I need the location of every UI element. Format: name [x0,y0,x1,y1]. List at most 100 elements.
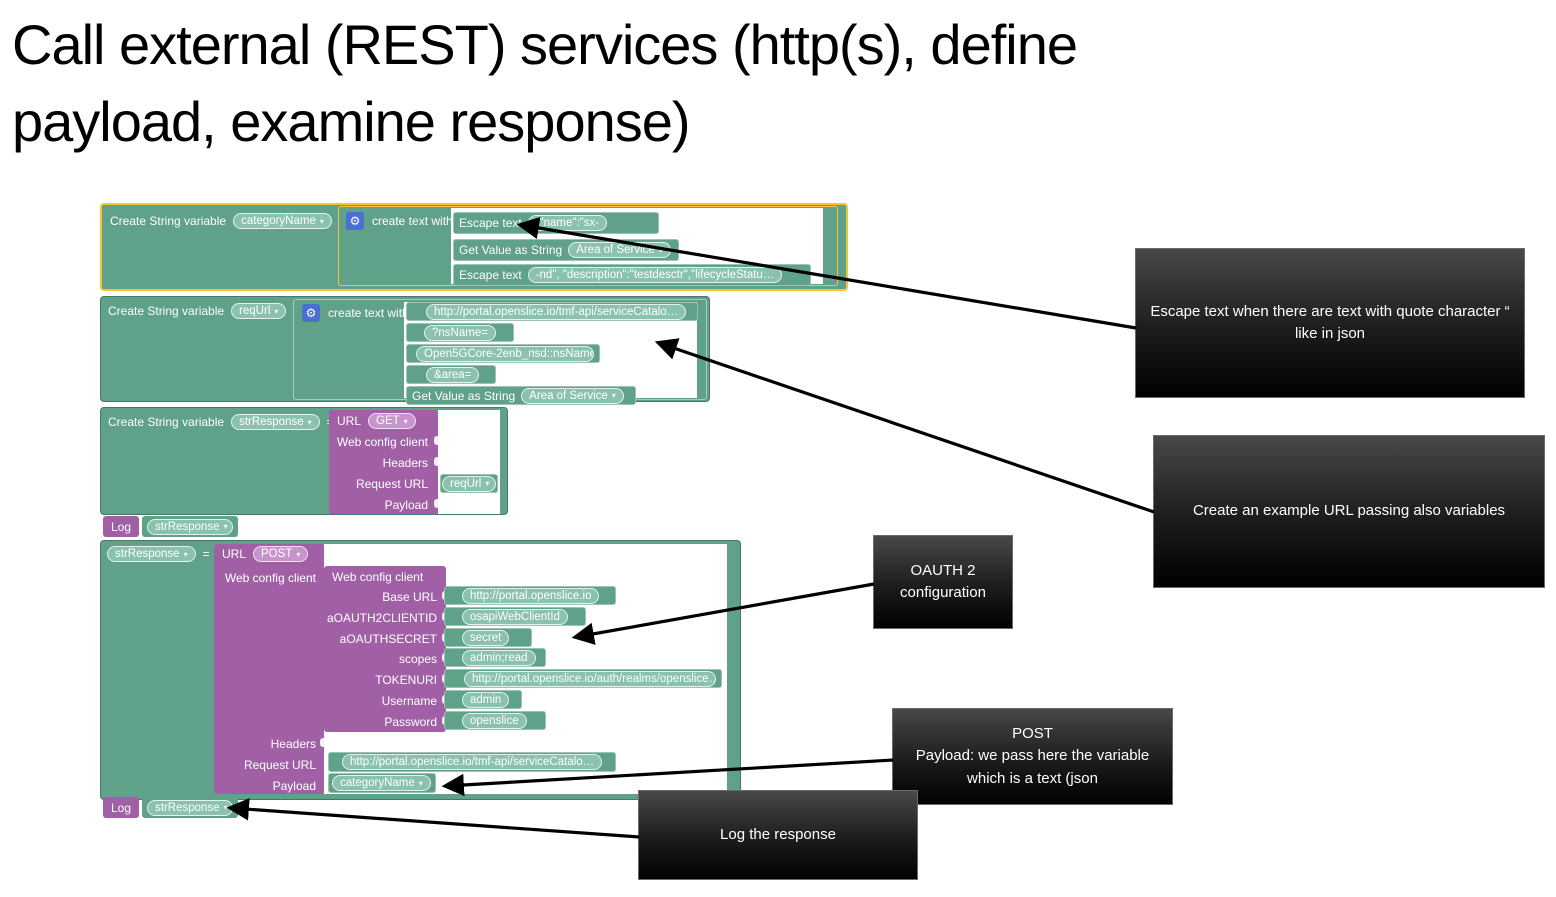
text-value-field[interactable]: osapiWebClientId [462,608,568,625]
web-config-client-header: Web config client [332,570,424,584]
web-config-client-block[interactable]: Web config client Base URL aOAUTH2CLIENT… [324,566,447,732]
variable-dropdown[interactable]: strResponse▾ [231,414,320,430]
text-value-field[interactable]: http://portal.openslice.io/tmf-api/servi… [342,754,603,770]
variable-name: reqUrl [239,305,271,317]
url-method-row: URL POST▾ [222,546,309,562]
text-value-field[interactable]: -nd", "description":"testdesctr","lifecy… [527,267,783,283]
gear-icon[interactable]: ⚙ [302,304,320,322]
web-config-client-label: Web config client [336,435,428,449]
component-name: Area of Service [576,244,655,256]
method-dropdown[interactable]: GET▾ [368,413,416,429]
create-text-with-block[interactable]: ⚙ create text with http://portal.opensli… [293,299,707,405]
url-call-block[interactable]: URL GET▾ Web config client Headers Reque… [329,410,439,514]
input-socket [434,457,439,466]
headers-label: Headers [382,456,428,470]
payload-value-block[interactable]: categoryName▾ [328,773,436,793]
base-url-label: Base URL [382,590,437,604]
request-url-value-block[interactable]: http://portal.openslice.io/tmf-api/servi… [328,752,616,772]
text-value-field[interactable]: &area= [426,366,480,383]
requrl-value-block[interactable]: reqUrl▾ [440,474,498,493]
variable-dropdown[interactable]: strResponse▾ [147,799,234,816]
dropdown-arrow-icon: ▾ [223,803,228,812]
url-call-block[interactable]: URL POST▾ Web config client Headers Requ… [214,544,325,794]
dropdown-arrow-icon: ▾ [183,549,188,559]
variable-dropdown[interactable]: strResponse▾ [107,546,196,562]
get-value-block[interactable]: Get Value as String Area of Service▾ [406,386,636,405]
variable-assign-header: strResponse▾ = [107,546,210,562]
tokenuri-value-block[interactable]: http://portal.openslice.io/auth/realms/o… [444,669,722,688]
url-method-row: URL GET▾ [337,413,416,429]
component-name: Area of Service [529,389,608,402]
text-value-field[interactable]: http://portal.openslice.io/tmf-api/servi… [426,303,687,320]
log-tag[interactable]: Log [103,797,140,818]
password-label: Password [384,715,437,729]
log-block[interactable]: Log strResponse▾ [103,516,239,537]
log-label: Log [111,800,132,815]
block-strresponse-post[interactable]: strResponse▾ = URL POST▾ Web config clie… [100,540,741,800]
text-value-field[interactable]: ?nsName= [424,324,496,341]
block-create-requrl[interactable]: Create String variable reqUrl▾ = ⚙ creat… [100,296,710,405]
get-value-label: Get Value as String [459,243,563,257]
text-item-block[interactable]: Open5GCore-2enb_nsd::nsName [406,344,600,363]
base-url-value-block[interactable]: http://portal.openslice.io [444,586,616,605]
variable-dropdown[interactable]: categoryName▾ [233,213,332,229]
dropdown-arrow-icon: ▾ [658,245,663,255]
block-create-strresponse-get[interactable]: Create String variable strResponse▾ = UR… [100,407,508,515]
variable-dropdown[interactable]: reqUrl▾ [442,475,496,492]
get-value-block[interactable]: Get Value as String Area of Service▾ [453,239,679,261]
log-value-block[interactable]: strResponse▾ [142,797,239,818]
escape-text-label: Escape text [459,268,522,282]
oauth2clientid-value-block[interactable]: osapiWebClientId [444,607,586,626]
url-label: URL [337,414,362,428]
escape-text-block[interactable]: Escape text -nd", "description":"testdes… [453,264,811,286]
text-value-field[interactable]: admin [462,691,510,708]
dropdown-arrow-icon: ▾ [403,416,408,426]
variable-definition-header: Create String variable strResponse▾ = [108,414,334,430]
scopes-value-block[interactable]: admin;read [444,648,546,667]
dropdown-arrow-icon: ▾ [319,216,324,226]
create-text-with-block[interactable]: ⚙ create text with Escape text {"name":"… [338,206,838,286]
method-name: GET [376,415,400,427]
escape-text-block[interactable]: Escape text {"name":"sx- [453,212,659,234]
text-item-block[interactable]: &area= [406,365,496,384]
log-tag[interactable]: Log [103,516,140,537]
text-value-field[interactable]: secret [462,629,510,646]
username-label: Username [381,694,437,708]
variable-name: strResponse [155,520,220,533]
text-value-field[interactable]: admin;read [462,649,536,666]
variable-name: strResponse [239,416,304,428]
variable-name: reqUrl [450,477,482,490]
text-value-field[interactable]: http://portal.openslice.io/auth/realms/o… [464,670,716,687]
block-create-categoryname[interactable]: Create String variable categoryName▾ = ⚙… [100,203,848,291]
dropdown-arrow-icon: ▾ [418,778,423,788]
text-value-field[interactable]: http://portal.openslice.io [462,587,600,604]
text-value-field[interactable]: openslice [462,712,527,729]
oauthsecret-value-block[interactable]: secret [444,628,532,647]
password-value-block[interactable]: openslice [444,711,546,730]
text-value-field[interactable]: {"name":"sx- [527,215,608,231]
callout-post-payload: POST Payload: we pass here the variable … [892,708,1173,805]
slide-title: Call external (REST) services (http(s), … [12,13,1078,154]
component-dropdown[interactable]: Area of Service▾ [568,242,671,258]
input-area [438,410,500,514]
variable-dropdown[interactable]: reqUrl▾ [231,303,287,319]
gear-icon[interactable]: ⚙ [346,212,364,230]
get-value-label: Get Value as String [412,388,516,403]
create-text-with-label: create text with [328,306,409,320]
text-item-block[interactable]: http://portal.openslice.io/tmf-api/servi… [406,302,698,321]
arrow-log-response [226,798,640,839]
component-dropdown[interactable]: Area of Service▾ [521,387,624,404]
log-value-block[interactable]: strResponse▾ [142,516,239,537]
payload-label: Payload [272,779,316,793]
request-url-label: Request URL [243,758,316,772]
variable-dropdown[interactable]: categoryName▾ [332,775,431,791]
dropdown-arrow-icon: ▾ [611,391,616,400]
method-dropdown[interactable]: POST▾ [253,546,309,562]
variable-dropdown[interactable]: strResponse▾ [147,518,234,535]
text-value-field[interactable]: Open5GCore-2enb_nsd::nsName [416,345,594,362]
log-block[interactable]: Log strResponse▾ [103,797,239,818]
log-label: Log [111,519,132,534]
username-value-block[interactable]: admin [444,690,522,709]
text-item-block[interactable]: ?nsName= [406,323,514,342]
